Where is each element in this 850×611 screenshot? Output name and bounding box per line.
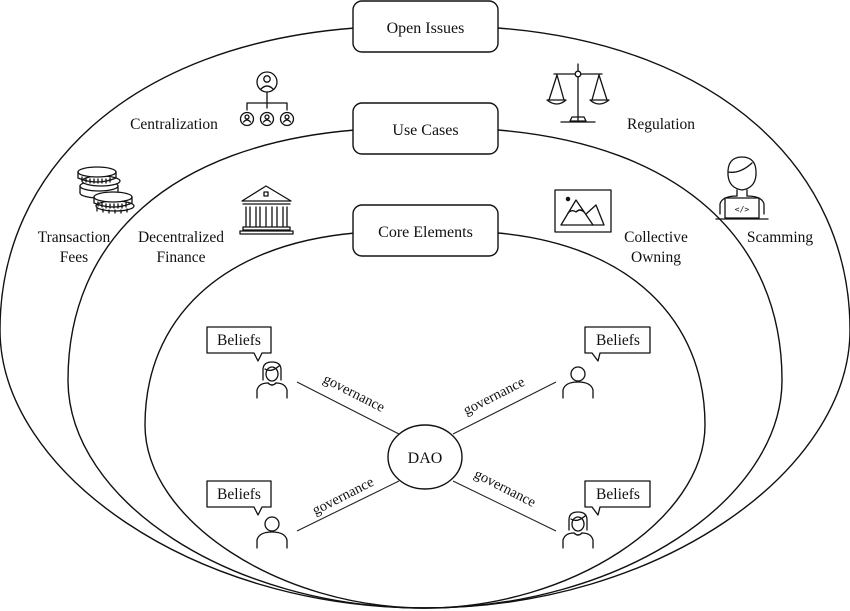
governance-label-top-left: governance — [320, 371, 387, 416]
member-bottom-left: Beliefs — [206, 480, 288, 549]
decentralized-finance-label-line2: Finance — [156, 249, 205, 266]
speech-bubble: Beliefs — [584, 480, 651, 516]
edge-top-left — [296, 381, 400, 435]
transaction-fees-label-line1: Transaction — [38, 229, 111, 246]
speech-bubble: Beliefs — [206, 480, 272, 516]
use-cases-label: Use Cases — [392, 122, 458, 139]
member-bottom-right: Beliefs — [562, 480, 651, 549]
decentralized-finance-label-line1: Decentralized — [138, 229, 224, 246]
coins-icon — [77, 166, 135, 214]
beliefs-label: Beliefs — [217, 332, 261, 349]
core-elements-box: Core Elements — [352, 204, 499, 257]
beliefs-label: Beliefs — [217, 486, 261, 503]
member-top-left: Beliefs — [206, 326, 288, 399]
female-user-icon — [256, 361, 288, 399]
male-user-icon — [562, 366, 594, 399]
edge-bottom-right — [452, 480, 557, 532]
beliefs-label: Beliefs — [596, 486, 640, 503]
svg-text:</>: </> — [735, 205, 750, 214]
edge-bottom-left — [296, 480, 400, 532]
beliefs-label: Beliefs — [596, 332, 640, 349]
edge-top-right — [452, 381, 557, 435]
dao-label: DAO — [408, 450, 443, 467]
scamming-label: Scamming — [747, 229, 814, 246]
open-issues-label: Open Issues — [387, 20, 465, 37]
core-elements-ellipse — [144, 232, 706, 609]
collective-owning-label-line2: Owning — [631, 249, 681, 266]
governance-label-top-right: governance — [461, 374, 528, 419]
core-elements-label: Core Elements — [378, 224, 473, 241]
female-user-icon — [562, 511, 594, 549]
use-cases-ellipse — [67, 129, 783, 609]
landscape-image-icon — [554, 189, 612, 233]
member-top-right: Beliefs — [562, 326, 651, 399]
regulation-label: Regulation — [627, 116, 695, 133]
hacker-laptop-icon: </> — [715, 156, 769, 220]
scales-icon — [546, 63, 610, 123]
centralization-label: Centralization — [130, 116, 218, 133]
transaction-fees-label-line2: Fees — [60, 249, 88, 266]
use-cases-box: Use Cases — [352, 102, 499, 155]
speech-bubble: Beliefs — [584, 326, 651, 362]
dao-node: DAO — [387, 424, 463, 490]
collective-owning-label-line1: Collective — [624, 229, 688, 246]
governance-label-bottom-right: governance — [471, 466, 538, 511]
open-issues-box: Open Issues — [352, 0, 499, 53]
speech-bubble: Beliefs — [206, 326, 272, 362]
male-user-icon — [256, 516, 288, 549]
bank-building-icon — [239, 185, 294, 235]
org-hierarchy-icon — [239, 71, 295, 127]
